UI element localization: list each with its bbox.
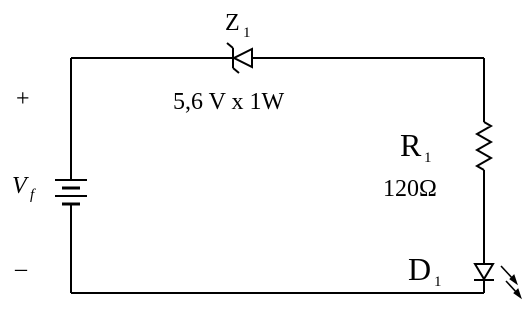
negative-terminal-label: –	[14, 256, 28, 282]
resistor-value-label: 120Ω	[383, 176, 437, 202]
light-emission-arrows-icon	[500, 265, 522, 300]
zener-bar-hook-top	[226, 42, 234, 49]
battery-symbol	[55, 179, 87, 210]
zener-bar-hook-bottom	[232, 67, 240, 74]
led-triangle	[473, 263, 495, 281]
zener-label-letter: Z	[225, 10, 240, 36]
source-label-index: f	[30, 187, 36, 203]
led-symbol	[473, 258, 522, 300]
emission-arrow-2-head	[513, 288, 522, 300]
zener-label-index: 1	[243, 25, 251, 41]
resistor-label-letter: R	[400, 127, 422, 163]
resistor-symbol	[474, 121, 494, 171]
resistor-label-index: 1	[424, 150, 432, 166]
positive-terminal-label: +	[16, 86, 30, 112]
source-label-letter: V	[12, 173, 29, 199]
emission-arrow-1-head	[509, 274, 518, 286]
led-label-index: 1	[434, 274, 442, 290]
led-label-letter: D	[408, 251, 431, 287]
zener-triangle	[231, 47, 253, 69]
zener-diode-symbol	[224, 42, 253, 74]
wires	[70, 57, 485, 294]
resistor-zigzag	[474, 121, 494, 171]
zener-rating-label: 5,6 V x 1W	[173, 89, 284, 115]
